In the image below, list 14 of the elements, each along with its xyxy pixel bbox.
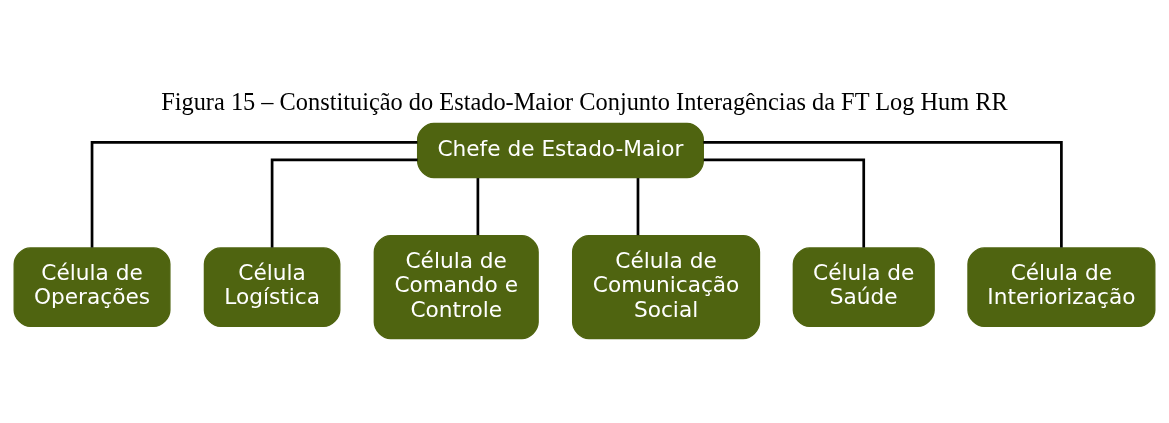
- connector: [90, 140, 418, 248]
- node-box: Célula de Interiorização: [967, 246, 1156, 327]
- node-box: Célula Logística: [203, 246, 341, 327]
- connector: [270, 158, 418, 248]
- connector: [703, 158, 866, 248]
- diagram-title: Figura 15 – Constituição do Estado-Maior Conjunto Interagências da FT Log Hum RR: [161, 87, 1008, 115]
- node-box: Célula de Comando e Controle: [373, 234, 539, 339]
- node-box: Célula de Comunicação Social: [571, 234, 761, 339]
- connector: [476, 177, 480, 235]
- node-box: Célula de Operações: [13, 246, 171, 327]
- node-box: Célula de Saúde: [792, 246, 935, 327]
- connector: [703, 140, 1063, 248]
- connector: [636, 177, 640, 235]
- node-box: Chefe de Estado-Maior: [416, 122, 704, 178]
